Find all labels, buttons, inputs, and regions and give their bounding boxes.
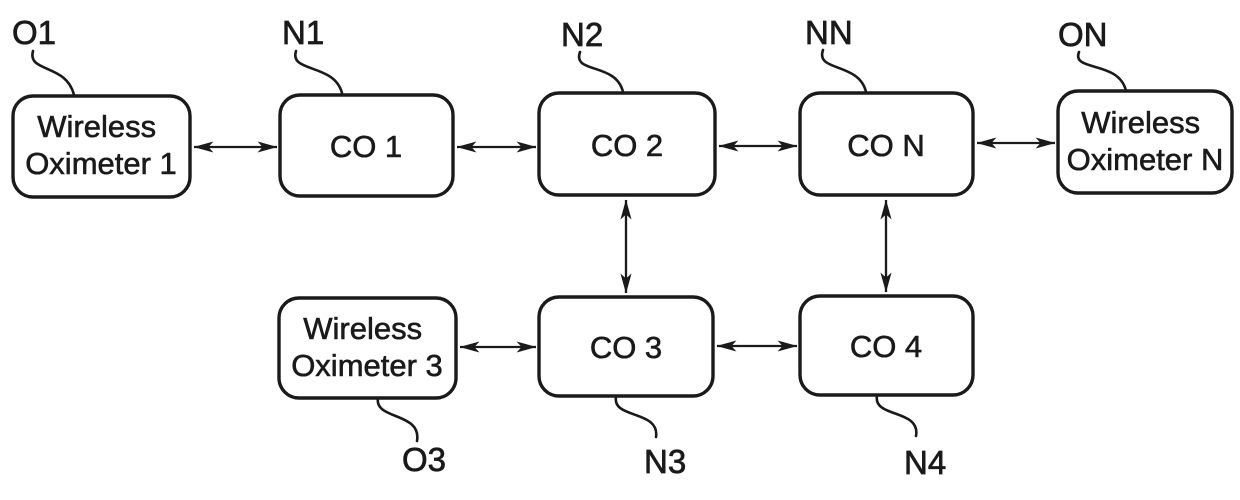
leader-line-n1 <box>294 49 344 95</box>
leader-line-o1 <box>31 49 76 97</box>
node-oximeter1-box <box>11 94 192 199</box>
node-oximeterN-box <box>1056 89 1234 195</box>
node-co3-box <box>537 295 715 398</box>
leader-line-n4 <box>875 394 918 438</box>
node-oximeterN-label: Wireless Oximeter N <box>1067 105 1224 177</box>
node-oximeter3-box <box>277 296 458 400</box>
node-co2-label: CO 2 <box>591 128 663 163</box>
node-oximeter3: Wireless Oximeter 3 <box>277 296 458 400</box>
ref-label-n4: N4 <box>904 444 946 481</box>
node-co3-label: CO 3 <box>590 330 662 365</box>
ref-label-n2: N2 <box>561 16 603 53</box>
leader-line-on <box>1076 50 1128 93</box>
ref-label-n3: N3 <box>644 443 686 480</box>
node-co4: CO 4 <box>798 294 975 397</box>
node-oximeterN: Wireless Oximeter N <box>1056 89 1234 195</box>
node-coN: CO N <box>798 91 975 197</box>
node-oximeter3-label: Wireless Oximeter 3 <box>291 311 443 383</box>
node-co1-label: CO 1 <box>330 129 402 164</box>
node-coN-label: CO N <box>847 128 925 163</box>
node-co4-label: CO 4 <box>850 329 922 364</box>
node-co4-box <box>798 294 975 397</box>
node-co1-box <box>278 93 455 198</box>
ref-label-o1: O1 <box>12 14 56 51</box>
leader-line-n3 <box>614 395 658 439</box>
leader-line-o3 <box>376 396 419 443</box>
leader-line-nn <box>820 48 868 94</box>
ref-label-on: ON <box>1058 16 1108 53</box>
node-oximeter1: Wireless Oximeter 1 <box>11 94 192 199</box>
ref-label-nn: NN <box>805 14 853 51</box>
ref-label-n1: N1 <box>282 14 324 51</box>
node-co2-box <box>537 91 717 197</box>
node-oximeter1-label: Wireless Oximeter 1 <box>25 109 177 181</box>
node-co3: CO 3 <box>537 295 715 398</box>
node-coN-box <box>798 91 975 197</box>
ref-label-o3: O3 <box>402 441 446 478</box>
leader-line-n2 <box>577 50 625 94</box>
node-co2: CO 2 <box>537 91 717 197</box>
node-co1: CO 1 <box>278 93 455 198</box>
